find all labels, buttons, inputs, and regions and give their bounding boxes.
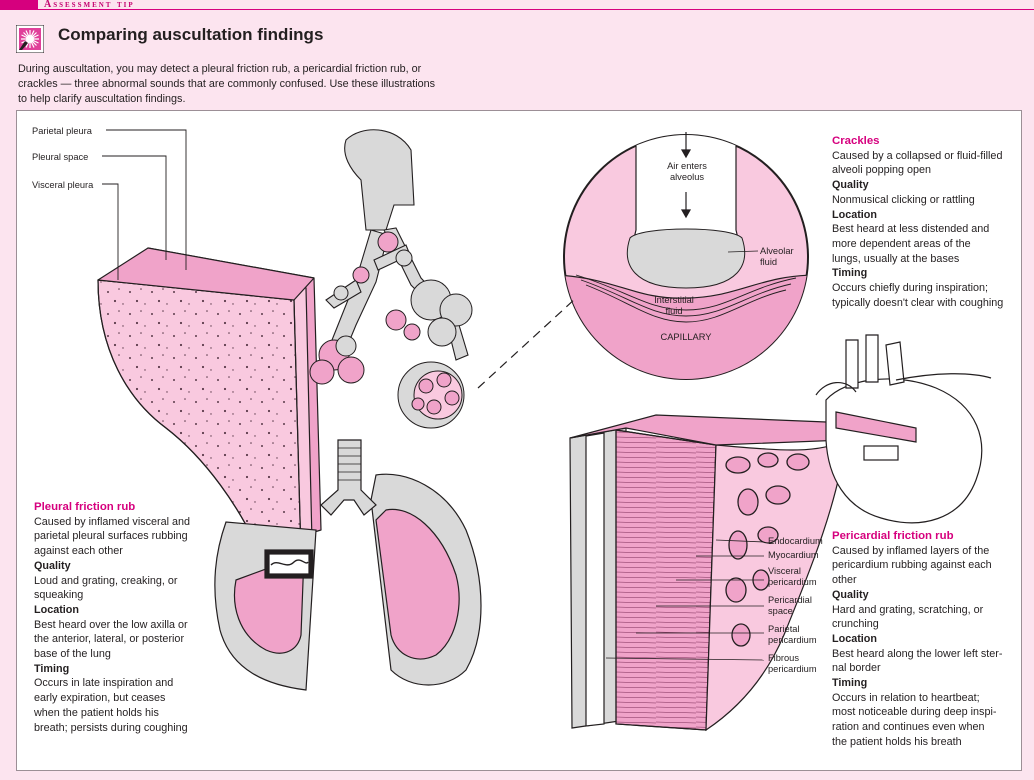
quality-line: Nonmusical clicking or rattling <box>832 193 975 206</box>
quality-line: crunching <box>832 618 879 631</box>
label-capillary: CAPILLARY <box>660 332 712 342</box>
pleural-heading: Pleural friction rub <box>34 501 136 513</box>
label-visceral-pericardium: Visceral pericardium <box>768 566 817 588</box>
description-line: Caused by inflamed layers of the <box>832 544 990 557</box>
description-line: Caused by a collapsed or fluid-filled <box>832 149 1003 162</box>
timing-line: typically doesn't clear with coughing <box>832 296 1004 309</box>
timing-line: Occurs in late inspiration and <box>34 677 174 690</box>
label-line: fluid <box>760 257 778 267</box>
location-heading: Location <box>832 208 877 221</box>
alveolus-magnified <box>563 132 809 380</box>
label-line: pericardium <box>768 635 817 645</box>
intro-line: During auscultation, you may detect a pl… <box>18 63 422 75</box>
label-line: pericardium <box>768 664 817 674</box>
intro-line: crackles — three abnormal sounds that ar… <box>18 78 436 90</box>
label-line: pericardium <box>768 577 817 587</box>
intro-paragraph: During auscultation, you may detect a pl… <box>18 62 458 107</box>
timing-line: the patient holds his breath <box>832 735 962 748</box>
quality-line: squeaking <box>34 589 84 602</box>
label-alveolar-fluid: Alveolar fluid <box>760 246 794 268</box>
timing-line: when the patient holds his <box>34 706 159 719</box>
pleural-friction-rub-info: Pleural friction rub Caused by inflamed … <box>34 500 190 735</box>
location-line: Best heard at less distended and <box>832 223 990 236</box>
zoom-lines <box>477 297 577 389</box>
label-line: Parietal <box>768 624 800 634</box>
label-interstitial-fluid: Interstitial fluid <box>646 295 702 317</box>
label-parietal-pericardium: Parietal pericardium <box>768 624 817 646</box>
timing-line: breath; persists during coughing <box>34 721 188 734</box>
location-heading: Location <box>34 603 79 616</box>
quality-line: Hard and grating, scratching, or <box>832 603 984 616</box>
label-line: Visceral <box>768 566 801 576</box>
description-line: against each other <box>34 545 123 558</box>
location-heading: Location <box>832 632 877 645</box>
label-fibrous-pericardium: Fibrous pericardium <box>768 653 817 675</box>
auscultation-burst-icon <box>15 24 45 54</box>
label-myocardium: Myocardium <box>768 550 819 560</box>
label-line: fluid <box>665 306 683 316</box>
pericardium-layers <box>569 334 992 732</box>
timing-line: Occurs chiefly during inspiration; <box>832 282 989 295</box>
label-line: Pericardial <box>768 595 812 605</box>
timing-line: early expiration, but ceases <box>34 692 166 705</box>
timing-heading: Timing <box>832 267 868 280</box>
description-line: pericardium rubbing against each <box>832 559 992 572</box>
pericardial-friction-rub-info: Pericardial friction rub Caused by infla… <box>832 529 1002 750</box>
description-line: alveoli popping open <box>832 164 932 177</box>
timing-heading: Timing <box>34 662 70 675</box>
auscultation-illustration <box>97 129 992 732</box>
trachea-and-lungs <box>214 439 482 691</box>
location-line: lungs, usually at the bases <box>832 252 960 265</box>
pleura-layers <box>97 247 322 576</box>
label-visceral-pleura: Visceral pleura <box>32 180 94 190</box>
label-pleural-space: Pleural space <box>32 152 89 162</box>
label-pericardial-space: Pericardial space <box>768 595 812 617</box>
quality-heading: Quality <box>832 179 869 192</box>
location-line: base of the lung <box>34 648 111 661</box>
location-line: more dependent areas of the <box>832 237 971 250</box>
location-line: nal border <box>832 662 881 675</box>
quality-line: Loud and grating, creaking, or <box>34 574 178 587</box>
section-tag-block <box>0 0 38 10</box>
page-title: Comparing auscultation findings <box>58 25 324 44</box>
quality-heading: Quality <box>832 588 869 601</box>
label-line: Alveolar <box>760 246 794 256</box>
timing-line: most noticeable during deep inspi- <box>832 706 997 719</box>
label-line: Air enters <box>667 161 707 171</box>
pericardial-heading: Pericardial friction rub <box>832 530 954 542</box>
alveoli-clusters <box>309 231 473 429</box>
label-line: space <box>768 606 793 616</box>
timing-line: ration and continues even when <box>832 721 985 734</box>
location-line: Best heard along the lower left ster- <box>832 647 1003 660</box>
label-line: Interstitial <box>654 295 694 305</box>
pericardium-leader-lines <box>605 539 765 661</box>
header-rule <box>38 9 1034 10</box>
label-parietal-pleura: Parietal pleura <box>32 126 92 136</box>
pleura-leader-lines <box>102 129 187 280</box>
timing-line: Occurs in relation to heartbeat; <box>832 691 980 704</box>
description-line: parietal pleural surfaces rubbing <box>34 530 188 543</box>
label-air-enters: Air enters alveolus <box>664 161 710 183</box>
quality-heading: Quality <box>34 559 71 572</box>
crackles-heading: Crackles <box>832 135 880 147</box>
description-line: Caused by inflamed visceral and <box>34 515 191 528</box>
description-line: other <box>832 574 857 587</box>
location-line: Best heard over the low axilla or <box>34 618 188 631</box>
label-endocardium: Endocardium <box>768 536 823 546</box>
timing-heading: Timing <box>832 677 868 690</box>
location-line: the anterior, lateral, or posterior <box>34 633 185 646</box>
section-tag-bar: Assessment tip <box>0 0 1034 10</box>
crackles-info: Crackles Caused by a collapsed or fluid-… <box>832 134 1003 310</box>
intro-line: to help clarify auscultation findings. <box>18 93 186 105</box>
label-line: alveolus <box>669 172 705 182</box>
section-tag: Assessment tip <box>44 0 135 10</box>
label-line: Fibrous <box>768 653 800 663</box>
